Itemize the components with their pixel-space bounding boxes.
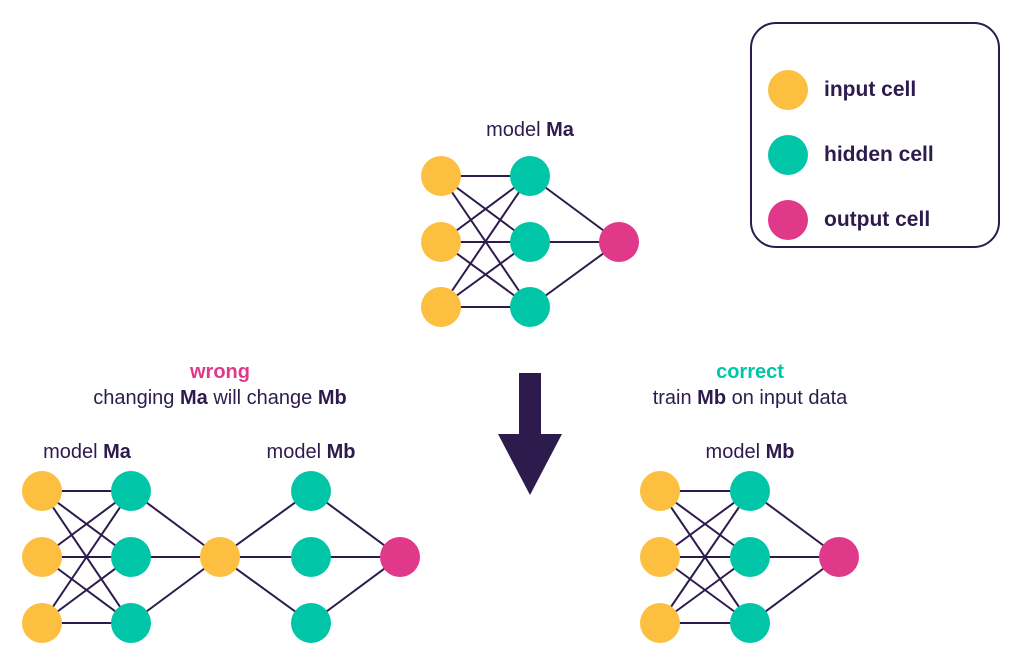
top-model-label: model Ma — [486, 118, 574, 142]
wrong-caption-part-2: will change — [207, 387, 318, 409]
legend-label-hidden: hidden cell — [824, 143, 934, 166]
wrong-model-a-prefix: model — [43, 441, 104, 463]
correct-model-label: model Mb — [706, 440, 795, 464]
wrong-a-input-hidden-connection — [41, 490, 132, 624]
wrong-model-b-name: Mb — [326, 441, 356, 463]
hidden-cell — [730, 603, 770, 643]
input-cell — [640, 603, 680, 643]
hidden-cell — [291, 537, 331, 577]
top-model-prefix: model — [486, 119, 547, 141]
correct-caption-mb: Mb — [697, 387, 727, 409]
input-cell — [640, 537, 680, 577]
correct-caption: train Mb on input data — [653, 386, 848, 410]
wrong-model-b-label: model Mb — [267, 440, 356, 464]
output-cell-icon — [768, 200, 808, 240]
legend-item-input: input cell — [768, 70, 916, 110]
wrong-model-a-name: Ma — [103, 441, 131, 463]
wrong-caption-part-1: changing — [93, 387, 180, 409]
hidden-cell — [291, 603, 331, 643]
output-cell — [819, 537, 859, 577]
hidden-cell — [510, 287, 550, 327]
correct-caption-part-2: on input data — [726, 387, 848, 409]
output-cell — [599, 222, 639, 262]
input-cell — [421, 156, 461, 196]
correct-model-prefix: model — [705, 441, 766, 463]
input-cell — [22, 537, 62, 577]
hidden-cell — [730, 471, 770, 511]
top-model-name: Ma — [546, 119, 574, 141]
hidden-cell — [510, 156, 550, 196]
cells — [22, 156, 859, 643]
shared-input-cell — [200, 537, 240, 577]
correct-heading: correct — [716, 361, 784, 383]
wrong-caption-ma: Ma — [180, 387, 208, 409]
wrong-model-b-prefix: model — [266, 441, 327, 463]
correct-input-hidden-connection — [659, 490, 751, 624]
input-cell — [22, 471, 62, 511]
top-input-hidden-connection — [440, 175, 531, 308]
wrong-caption-mb: Mb — [317, 387, 347, 409]
wrong-caption: changing Ma will change Mb — [93, 386, 347, 410]
hidden-cell — [111, 603, 151, 643]
output-cell — [380, 537, 420, 577]
hidden-cell — [111, 537, 151, 577]
hidden-cell — [730, 537, 770, 577]
hidden-cell — [291, 471, 331, 511]
hidden-cell — [111, 471, 151, 511]
legend-item-hidden: hidden cell — [768, 135, 934, 175]
legend-item-output: output cell — [768, 200, 930, 240]
hidden-cell-icon — [768, 135, 808, 175]
down-arrow-icon — [498, 373, 562, 495]
wrong-model-a-label: model Ma — [43, 440, 131, 464]
legend-box: input cell hidden cell output cell — [750, 22, 1000, 248]
input-cell — [22, 603, 62, 643]
input-cell-icon — [768, 70, 808, 110]
correct-model-name: Mb — [765, 441, 795, 463]
legend-label-input: input cell — [824, 78, 917, 101]
correct-caption-part-1: train — [652, 387, 698, 409]
input-cell — [640, 471, 680, 511]
legend-label-output: output cell — [824, 208, 931, 231]
input-cell — [421, 222, 461, 262]
hidden-cell — [510, 222, 550, 262]
wrong-heading: wrong — [190, 361, 250, 383]
input-cell — [421, 287, 461, 327]
